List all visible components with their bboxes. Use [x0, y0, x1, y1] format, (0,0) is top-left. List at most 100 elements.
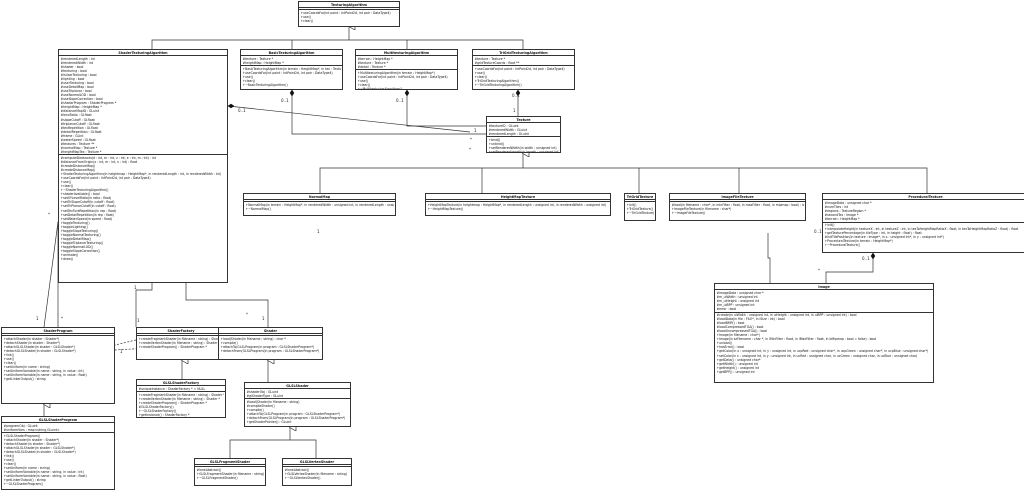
class-operation: #initTilePosition(in texture : Image*, i… — [824, 235, 944, 240]
class-box[interactable]: NormalMap+NormalMap(in terrain : HeightM… — [243, 193, 396, 216]
class-operation: +attachShader(in shader : Shader*) — [3, 437, 60, 442]
gen-normalmap-to-texture — [319, 153, 523, 193]
class-attribute: #uniqueInstance : ShaderFactory * = NULL — [138, 386, 206, 391]
assoc-multitex-texture — [406, 90, 486, 127]
class-box[interactable]: GLSLVertexShader#loneAbstract()+GLSLVert… — [282, 458, 352, 486]
class-operation: #createDistanceMap() — [60, 168, 96, 173]
operations-compartment: +createFragmentShader(in filename : stri… — [137, 392, 225, 417]
class-name: GLSLShaderFactory — [137, 380, 225, 387]
class-box[interactable]: Shader+load(Shader(in filename : string)… — [218, 327, 323, 360]
attributes-compartment: #imageData : unsigned char *#numTiles : … — [823, 200, 1024, 223]
class-operation: +clear() — [60, 184, 74, 189]
attributes-compartment — [195, 465, 265, 468]
class-attribute: #terrain : HeightMap * — [824, 216, 860, 221]
class-operation: +~ShaderTexturingAlgorithm() — [60, 188, 109, 193]
class-operation: +clear() — [300, 18, 314, 23]
class-box[interactable]: HeightMapTexture+HeightMapTexture(in hei… — [425, 193, 611, 216]
multiplicity-label: 0..1 — [512, 93, 520, 98]
operations-compartment: +GLSLShaderProgram()+attachShader(in sha… — [2, 433, 114, 487]
class-box[interactable]: Image#imageData : unsigned char *#m_uiWi… — [714, 283, 934, 383]
attributes-compartment: #programObj : GLuint#uniformVars : map<s… — [2, 423, 114, 434]
multiplicity-label: 0..1 — [238, 108, 246, 113]
gen-fragment-glslshader — [229, 427, 290, 458]
class-operation: +setUniform(in name : string) — [3, 365, 51, 370]
class-operation: +getLinkerOutput() : string — [3, 377, 46, 382]
class-box[interactable]: BasicTexturingAlgorithm#texture : Textur… — [240, 49, 343, 90]
class-operation: +setTexTureRepetition(in rep : float) — [60, 208, 117, 213]
multiplicity-label: 1 — [36, 316, 39, 321]
operations-compartment: #load(in filename : char*, in minFilter … — [670, 202, 805, 215]
class-box[interactable]: TriGridTexture+init()+TriGridTexture()+~… — [624, 193, 656, 221]
class-name: TriGridTexture — [625, 194, 655, 201]
operations-compartment: +BasicTexturingAlgorithm(in terrain : He… — [241, 66, 342, 87]
class-operation: +toggleNormalLOD() — [60, 244, 93, 249]
class-name: Texture — [487, 117, 560, 124]
class-name: ShaderFactory — [137, 328, 225, 335]
class-operation: +~NormalMap() — [245, 206, 271, 211]
class-attribute: #useTriplanar : bool — [60, 89, 92, 94]
gen-vertex-glslshader — [290, 439, 317, 458]
class-box[interactable]: ShaderTexturingAlgorithm#renderedLength … — [58, 49, 228, 283]
attributes-compartment: #renderedLength : int#renderedWidth : in… — [59, 56, 227, 156]
multiplicity-label: * — [61, 316, 63, 321]
class-operation: +use() — [242, 74, 253, 79]
class-box[interactable]: TexturingAlgorithm+useCoordsFor(int poin… — [298, 1, 400, 27]
attributes-compartment — [244, 200, 395, 203]
attributes-compartment — [625, 200, 655, 203]
operations-compartment: +MultitexturingAlgorithm(in terrain : He… — [356, 70, 457, 89]
dep-shader-program — [114, 343, 219, 351]
class-box[interactable]: Texture#textureID : GLuint#renderedWidth… — [486, 116, 561, 153]
multiplicity-label: 1 — [317, 229, 320, 234]
class-operation: +toggleLighting() — [60, 224, 88, 229]
class-operation: +useCoordsFor(int point : IntPoint2d, in… — [474, 66, 565, 71]
class-operation: +~TriGridTexturingAlgorithm() — [474, 83, 522, 88]
class-attribute: #renderedLength : int — [60, 56, 95, 61]
class-operation: +getShaderPointer() : GLuint — [246, 420, 292, 425]
class-operation: #computeDistances(d : int, m : int, z : … — [60, 155, 156, 160]
class-attribute: #slopeCutoff : GLfloat — [60, 117, 95, 122]
class-operation: +use() — [474, 70, 485, 75]
class-box[interactable]: ImageFileTexture#load(in filename : char… — [669, 193, 806, 221]
class-box[interactable]: MultitexturingAlgorithm#terrain : Height… — [355, 49, 458, 90]
class-attribute: #renderedLength : GLuint — [488, 131, 529, 136]
attributes-compartment — [219, 334, 322, 337]
class-operation: +getTexturePercentage(in tileType : int,… — [824, 231, 922, 236]
gen-shadertex-to-texturing — [151, 26, 349, 49]
class-box[interactable]: TriGridTexturingAlgorithm#texture : Text… — [472, 49, 575, 90]
class-box[interactable]: ShaderProgram+attachShader(in shader : S… — [1, 327, 115, 404]
aggregation-diamond-5 — [870, 252, 876, 260]
class-operation: +~TriGridTexture() — [626, 210, 654, 215]
attributes-compartment: #uniqueInstance : ShaderFactory * = NULL — [137, 386, 225, 393]
multiplicity-label: * — [470, 137, 472, 142]
class-operation: #distanceFromOrigin(x : int, m : int, s … — [60, 159, 138, 164]
class-operation: +bind() — [488, 137, 501, 142]
class-name: ProceduralTexture — [823, 194, 1024, 201]
class-operation: +interpolateHeight(in textureX : int, in… — [824, 227, 1019, 232]
class-box[interactable]: GLSLShader#shaderObj : GLuint#glShaderTy… — [244, 382, 351, 427]
class-attribute: #m_uiBPP : unsigned int — [716, 302, 755, 307]
aggregation-diamond-3 — [404, 89, 410, 97]
class-operation: +ProceduralTexture(in terrain : HeightMa… — [824, 239, 893, 244]
class-operation: +compile() — [220, 340, 238, 345]
multiplicity-label: 0..1 — [281, 98, 289, 103]
class-operation: +clear() — [474, 74, 488, 79]
class-name: NormalMap — [244, 194, 395, 201]
class-operation: +createVertexShader(in filename : string… — [138, 340, 220, 345]
assoc-shadertex-shaderfactory — [135, 283, 153, 327]
class-box[interactable]: GLSLShaderFactory#uniqueInstance : Shade… — [136, 379, 226, 418]
class-operation: +setRenderedWidth(in width : unsigned in… — [488, 146, 557, 151]
class-operation: +load(Shader(in filename : string) : cha… — [220, 336, 286, 341]
class-attribute: #isUserTexturing : bool — [60, 72, 97, 77]
class-operation: +createShaderProgram() : ShaderProgram * — [138, 400, 207, 405]
class-operation: +attachGLSLShader(in shader : GLSLShader… — [3, 344, 75, 349]
class-box[interactable]: GLSLShaderProgram#programObj : GLuint#un… — [1, 416, 115, 490]
class-box[interactable]: GLSLFragmentShader#loneAbstract()+GLSLFr… — [194, 458, 266, 486]
class-operation: +getData() : unsigned char* — [716, 357, 761, 362]
class-name: GLSLShaderProgram — [2, 417, 114, 424]
class-operation: +attachTo(GLSLProgram(in program : GLSLS… — [220, 344, 315, 349]
class-attribute: #error : bool — [716, 306, 737, 311]
operations-compartment: +createFragmentShader(in filename : stri… — [137, 336, 225, 349]
class-box[interactable]: ShaderFactory+createFragmentShader(in fi… — [136, 327, 226, 360]
class-box[interactable]: ProceduralTexture#imageData : unsigned c… — [822, 193, 1024, 253]
class-operation: +GLSLShaderProgram() — [3, 433, 41, 438]
